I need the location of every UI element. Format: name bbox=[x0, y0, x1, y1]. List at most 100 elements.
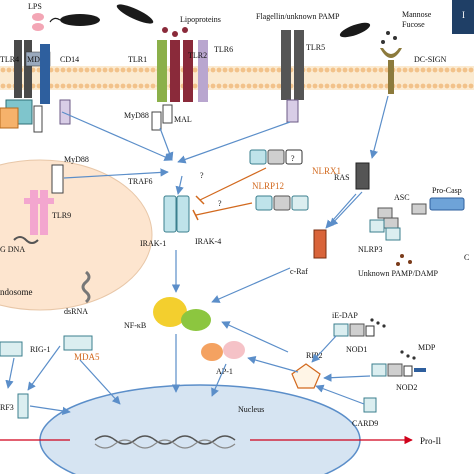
tlr4-receptor bbox=[14, 40, 22, 98]
membrane-lipid bbox=[240, 83, 246, 89]
c-edge-label: C bbox=[464, 253, 469, 262]
membrane-lipid bbox=[78, 67, 84, 73]
nlrx1-label: NLRX1 bbox=[312, 166, 341, 176]
membrane-lipid bbox=[378, 83, 384, 89]
rig1-mda5: dsRNA RIG-1 MDA5 RF3 bbox=[0, 270, 100, 419]
unknown-pamp-label: Unknown PAMP/DAMP bbox=[358, 269, 439, 278]
nod-complex: iE-DAP NOD1 MDP NOD2 RIP2 CARD9 bbox=[291, 311, 436, 428]
membrane-lipid bbox=[126, 83, 132, 89]
tlr2-receptor bbox=[170, 40, 180, 102]
fucose-label: Fucose bbox=[402, 20, 425, 29]
pro-il-label: Pro-Il bbox=[420, 436, 441, 446]
lps-label: LPS bbox=[28, 2, 42, 11]
adaptor-box-lavender bbox=[59, 99, 71, 125]
nucleus-label: Nucleus bbox=[238, 405, 264, 414]
membrane-lipid bbox=[396, 67, 402, 73]
membrane-lipid bbox=[468, 83, 474, 89]
membrane-lipid bbox=[6, 83, 12, 89]
ras-label: RAS bbox=[334, 173, 350, 182]
membrane-lipid bbox=[54, 67, 60, 73]
irak4-label: IRAK-4 bbox=[195, 237, 221, 246]
membrane-lipid bbox=[144, 83, 150, 89]
membrane-lipid bbox=[114, 67, 120, 73]
membrane-lipid bbox=[366, 83, 372, 89]
adaptor-box-small bbox=[33, 105, 43, 133]
membrane-lipid bbox=[306, 67, 312, 73]
nod1-label: NOD1 bbox=[346, 345, 367, 354]
ap1-label: AP-1 bbox=[216, 367, 233, 376]
membrane-lipid bbox=[60, 67, 66, 73]
dcsign-receptor bbox=[388, 60, 394, 94]
iedap-label: iE-DAP bbox=[332, 311, 358, 320]
procasp-box bbox=[429, 197, 465, 211]
membrane-lipid bbox=[144, 67, 150, 73]
membrane-lipid bbox=[414, 67, 420, 73]
md2-label: MD-2 bbox=[27, 55, 47, 64]
rig1-label: RIG-1 bbox=[30, 345, 50, 354]
membrane-lipid bbox=[102, 83, 108, 89]
membrane-lipid bbox=[354, 83, 360, 89]
membrane-lipid bbox=[78, 83, 84, 89]
membrane-lipid bbox=[456, 67, 462, 73]
membrane-lipid bbox=[264, 83, 270, 89]
membrane-lipid bbox=[402, 67, 408, 73]
rip2-label: RIP2 bbox=[306, 351, 322, 360]
membrane-lipid bbox=[234, 67, 240, 73]
membrane-lipid bbox=[258, 83, 264, 89]
lps-molecule-2 bbox=[32, 23, 44, 31]
membrane-lipid bbox=[450, 67, 456, 73]
bacterium-2 bbox=[116, 4, 154, 24]
membrane-lipid bbox=[138, 83, 144, 89]
membrane-lipid bbox=[426, 67, 432, 73]
dsrna-label: dsRNA bbox=[64, 307, 88, 316]
adaptor-box-orange bbox=[0, 107, 19, 129]
membrane-lipid bbox=[114, 83, 120, 89]
dcsign-label: DC-SIGN bbox=[414, 55, 447, 64]
irak1-label: IRAK-1 bbox=[140, 239, 166, 248]
membrane-lipid bbox=[228, 83, 234, 89]
membrane-lipid bbox=[414, 83, 420, 89]
tlr5-complex: Flagellin/unknown PAMP TLR5 bbox=[256, 12, 371, 123]
dna-strand-1 bbox=[94, 435, 236, 445]
irf3-box bbox=[17, 393, 29, 419]
membrane-lipid bbox=[72, 83, 78, 89]
membrane-lipid bbox=[318, 67, 324, 73]
membrane-lipid bbox=[108, 83, 114, 89]
membrane-lipid bbox=[432, 83, 438, 89]
membrane-lipid bbox=[210, 67, 216, 73]
membrane-lipid bbox=[348, 83, 354, 89]
card9-box bbox=[363, 397, 377, 413]
membrane-lipid bbox=[372, 67, 378, 73]
nlrp12-complex: NLRP12 bbox=[252, 181, 309, 211]
tlr2-label: TLR2 bbox=[188, 51, 207, 60]
tlr5-receptor bbox=[281, 30, 291, 100]
membrane-lipid bbox=[222, 67, 228, 73]
irf3-label: RF3 bbox=[0, 403, 14, 412]
bacterium-1 bbox=[60, 14, 100, 26]
membrane-lipid bbox=[420, 67, 426, 73]
membrane-lipid bbox=[330, 67, 336, 73]
membrane-lipid bbox=[252, 83, 258, 89]
membrane-lipid bbox=[336, 67, 342, 73]
endosome-label: ndosome bbox=[0, 287, 33, 297]
membrane-lipid bbox=[438, 83, 444, 89]
nlrp3-label: NLRP3 bbox=[358, 245, 382, 254]
membrane-lipid bbox=[84, 67, 90, 73]
membrane-lipid bbox=[270, 83, 276, 89]
membrane-lipid bbox=[468, 67, 474, 73]
membrane-lipid bbox=[420, 83, 426, 89]
card9-label: CARD9 bbox=[352, 419, 378, 428]
membrane-lipid bbox=[354, 67, 360, 73]
membrane-lipid bbox=[228, 67, 234, 73]
membrane-lipid bbox=[84, 83, 90, 89]
dcsign-head bbox=[380, 48, 402, 58]
ap1-complex: AP-1 bbox=[201, 341, 245, 376]
membrane-lipid bbox=[324, 83, 330, 89]
tlr5-label: TLR5 bbox=[306, 43, 325, 52]
membrane-lipid bbox=[246, 67, 252, 73]
tlr5-adaptor bbox=[286, 99, 299, 123]
cell-membrane bbox=[0, 66, 474, 90]
membrane-lipid bbox=[132, 67, 138, 73]
membrane-lipid bbox=[360, 67, 366, 73]
